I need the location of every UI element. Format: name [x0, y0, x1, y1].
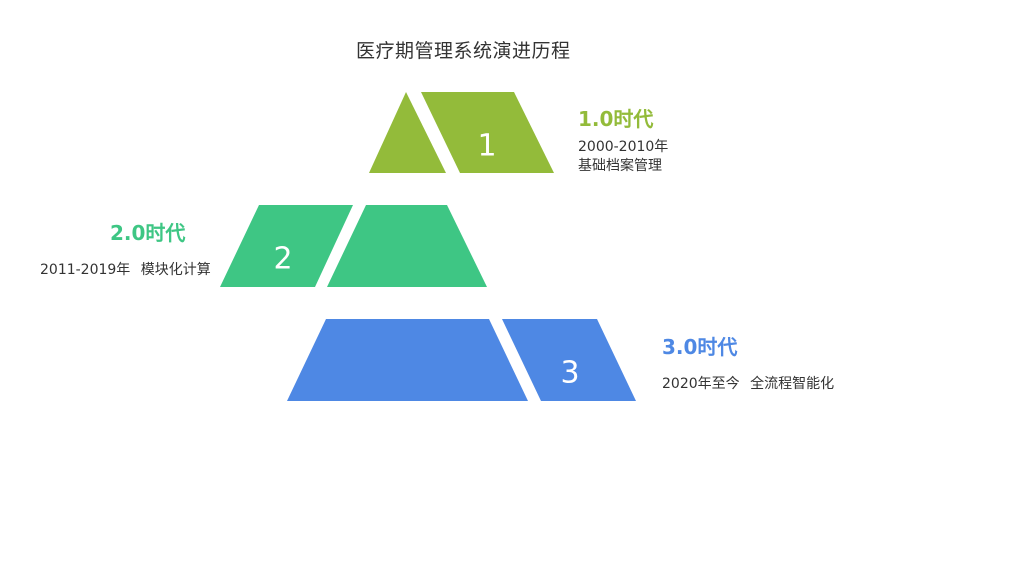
stage-3-years: 2020年至今: [662, 376, 740, 392]
stage-3-tier: 3: [287, 319, 636, 401]
stage-2-years: 2011-2019年: [40, 262, 131, 278]
page-title: 医疗期管理系统演进历程: [356, 40, 571, 62]
stage-1-left-segment: [369, 92, 446, 173]
stage-1-tier: 1: [369, 92, 554, 173]
stage-3-era-title: 3.0时代: [662, 335, 738, 359]
stage-2-summary: 模块化计算: [140, 262, 211, 278]
stage-1-summary: 基础档案管理: [578, 158, 662, 174]
stage-1-description: 2000-2010年 基础档案管理: [578, 138, 668, 176]
stage-1-right-segment: [421, 92, 554, 173]
stage-2-number: 2: [273, 242, 292, 277]
stage-3-number: 3: [560, 356, 579, 391]
stage-3-description: 2020年至今 全流程智能化: [662, 375, 834, 394]
stage-1-era-title: 1.0时代: [578, 107, 654, 131]
stage-2-right-segment: [327, 205, 487, 287]
stage-3-summary: 全流程智能化: [750, 376, 835, 392]
stage-2-description: 2011-2019年 模块化计算: [40, 261, 211, 280]
stage-2-tier: 2: [220, 205, 487, 287]
stage-1-number: 1: [477, 129, 496, 164]
stage-2-left-segment: [220, 205, 353, 287]
stage-2-era-title: 2.0时代: [110, 221, 186, 245]
stage-3-right-segment: [502, 319, 636, 401]
stage-3-left-segment: [287, 319, 528, 401]
stage-1-years: 2000-2010年: [578, 139, 669, 155]
